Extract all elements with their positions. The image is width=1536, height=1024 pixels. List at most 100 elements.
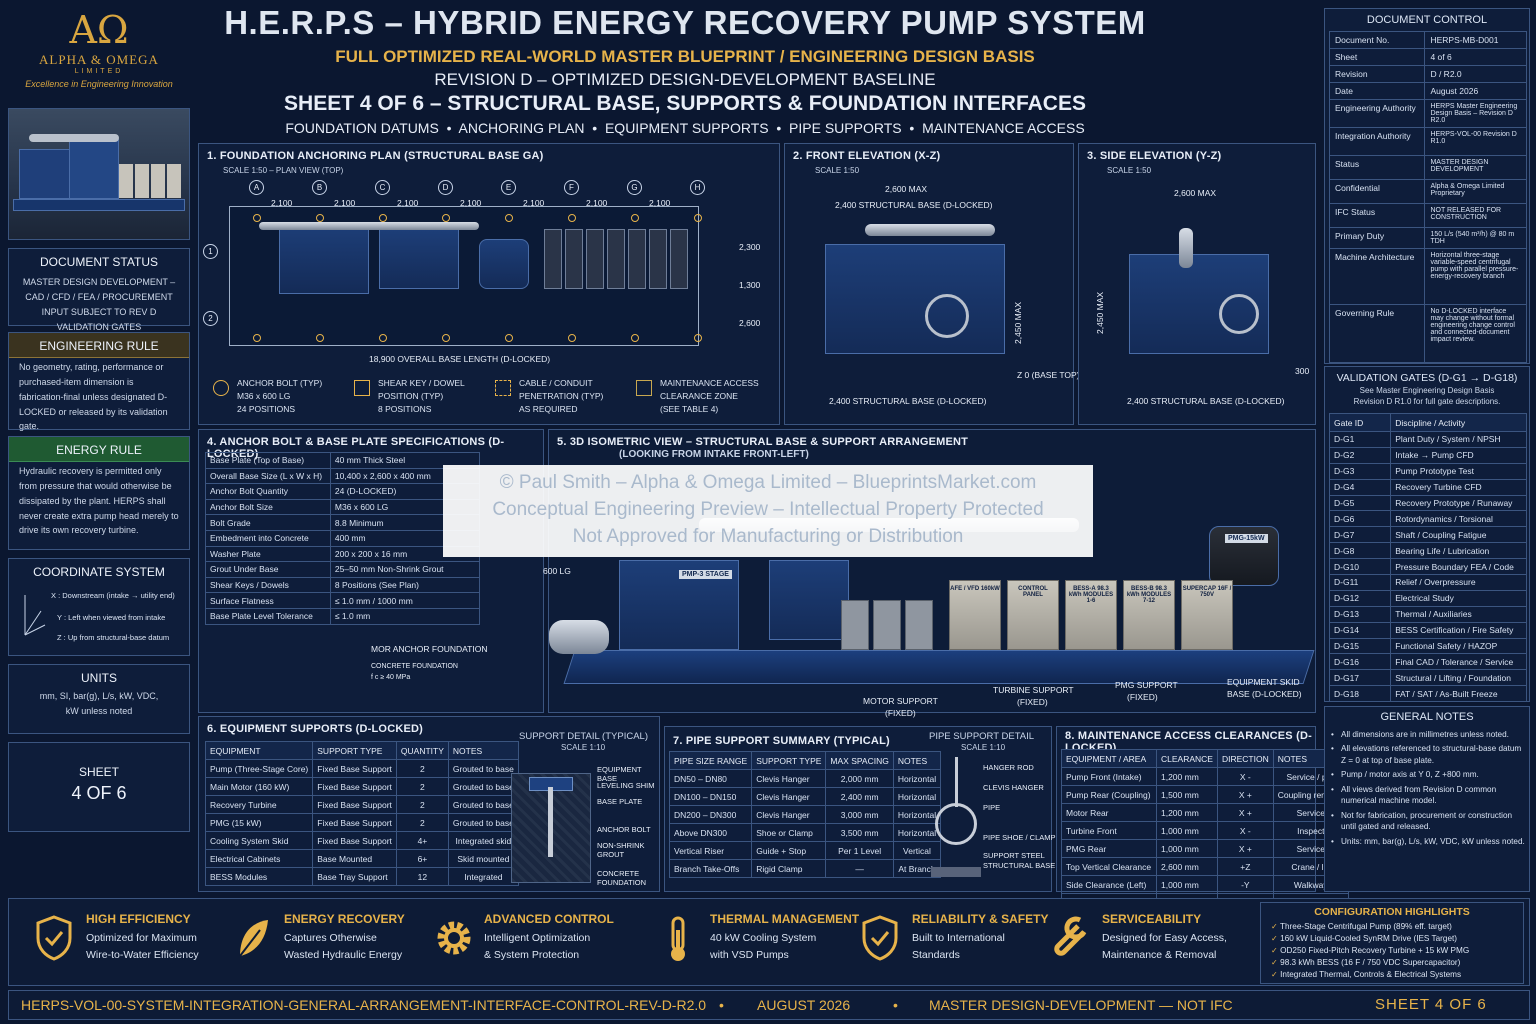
- table-cell: Grouted to base: [447, 759, 519, 778]
- table-cell: Recovery Turbine: [204, 795, 314, 814]
- plan-motor: [379, 229, 459, 289]
- plan-grid-H: H: [690, 180, 705, 195]
- pipe-support-steel: [931, 867, 981, 877]
- plan-anchor-bolt: [379, 334, 387, 342]
- note-bullet: •: [1331, 810, 1334, 820]
- table-cell: Base Plate (Top of Base): [205, 452, 331, 469]
- feature-desc-line: with VSD Pumps: [710, 948, 789, 961]
- front-max: 2,600 MAX: [885, 184, 928, 194]
- equip|equip-header: NOTES: [447, 741, 519, 760]
- iso-cabinet: BESS-A 98.3 kWh MODULES 1-6: [1065, 580, 1117, 650]
- table-cell: Above DN300: [668, 823, 753, 842]
- table-cell: D / R2.0: [1424, 65, 1527, 83]
- table-cell: D-G17: [1328, 669, 1392, 687]
- table-cell: X +: [1216, 803, 1274, 822]
- iso-pmg-fixed: (FIXED): [1127, 692, 1158, 702]
- energy-rule-text: Hydraulic recovery is permitted only fro…: [19, 466, 179, 536]
- config-check-icon: ✓: [1271, 969, 1281, 979]
- table-cell: Recovery Turbine CFD: [1390, 478, 1527, 496]
- table-cell: HERPS Master Engineering Design Basis – …: [1424, 99, 1527, 128]
- note-text: Units: mm, bar(g), L/s, kW, VDC, kW unle…: [1341, 836, 1525, 846]
- sheet-value: 4 OF 6: [71, 783, 127, 803]
- table-cell: Shaft / Coupling Fatigue: [1390, 526, 1527, 544]
- plan-header-pipe: [259, 222, 479, 230]
- support-detail-label: NON-SHRINK GROUT: [597, 841, 645, 859]
- plan-anchor-bolt: [694, 334, 702, 342]
- iso-skid-base-label: BASE (D-LOCKED): [1227, 689, 1302, 699]
- table-cell: Fixed Base Support: [312, 759, 397, 778]
- gear-icon: [432, 914, 476, 964]
- table-cell: Grouted to base: [447, 795, 519, 814]
- iso-concrete: CONCRETE FOUNDATION: [371, 663, 458, 670]
- plan-grid-E: E: [501, 180, 516, 195]
- machine-photo: [8, 108, 190, 240]
- pipe-hanger-rod: [955, 757, 958, 807]
- plan-grid-D: D: [438, 180, 453, 195]
- table-cell: Clevis Hanger: [751, 769, 827, 788]
- table-cell: BESS Modules: [204, 867, 314, 886]
- equip-title: 6. EQUIPMENT SUPPORTS (D-LOCKED): [207, 723, 424, 735]
- front-pump-body: [825, 244, 1005, 354]
- config-item: ✓ OD250 Fixed-Pitch Recovery Turbine + 1…: [1271, 945, 1469, 957]
- plan-spacing: 2,100: [649, 198, 671, 208]
- feature-desc-line: Wire-to-Water Efficiency: [86, 948, 199, 961]
- feature-desc-line: Wasted Hydraulic Energy: [284, 948, 403, 961]
- table-cell: 6+: [395, 849, 449, 868]
- maint|maint-header: DIRECTION: [1216, 749, 1274, 768]
- plan-spacing: 2,100: [397, 198, 419, 208]
- table-cell: D-G4: [1328, 478, 1392, 496]
- iso-suction-pipe: [549, 620, 609, 654]
- table-cell: Guide + Stop: [751, 841, 827, 860]
- footer-doc: HERPS-VOL-00-SYSTEM-INTEGRATION-GENERAL-…: [21, 997, 707, 1013]
- config-text: OD250 Fixed-Pitch Recovery Turbine + 15 …: [1280, 945, 1470, 955]
- logo-tagline: Excellence in Engineering Innovation: [25, 79, 173, 89]
- table-cell: PMG (15 kW): [204, 813, 314, 832]
- document-status-text: MASTER DESIGN DEVELOPMENT – CAD / CFD / …: [22, 277, 176, 332]
- table-cell: -Y: [1216, 875, 1274, 894]
- table-cell: Rigid Clamp: [751, 859, 827, 878]
- table-cell: DN100 – DN150: [668, 787, 753, 806]
- coordinate-system-heading: COORDINATE SYSTEM: [33, 565, 165, 579]
- pipe|pipe-header: PIPE SIZE RANGE: [668, 751, 753, 770]
- table-cell: Fixed Base Support: [312, 813, 397, 832]
- sheet-title: SHEET 4 OF 6 – STRUCTURAL BASE, SUPPORTS…: [284, 92, 1086, 115]
- sheet-box: SHEET 4 OF 6: [8, 742, 190, 832]
- table-cell: Engineering Authority: [1328, 99, 1426, 128]
- iso-motor-support: MOTOR SUPPORT: [863, 696, 938, 708]
- table-cell: 8 Positions (See Plan): [329, 576, 481, 594]
- gates|gates-header: Gate ID: [1328, 413, 1392, 432]
- shield-check-icon: [34, 914, 78, 964]
- plan-spacing: 2,100: [271, 198, 293, 208]
- support-detail-title: SUPPORT DETAIL (TYPICAL): [519, 731, 648, 742]
- config-item: ✓ 98.3 kWh BESS (16 F / 750 VDC Supercap…: [1271, 957, 1469, 969]
- iso-turbine-support: TURBINE SUPPORT: [993, 685, 1074, 695]
- legend-symbol-icon: [213, 380, 229, 396]
- table-cell: Cooling System Skid: [204, 831, 314, 850]
- feature-title: HIGH EFFICIENCY: [86, 912, 191, 926]
- table-cell: Horizontal: [892, 787, 942, 806]
- config-item: ✓ Three-Stage Centrifugal Pump (89% eff.…: [1271, 921, 1469, 933]
- note-bullet: •: [1331, 770, 1334, 780]
- pipe-detail-label: SUPPORT STEEL: [983, 851, 1045, 860]
- front-height: 2,450 MAX: [1013, 301, 1023, 344]
- iso-cooling-unit: [841, 600, 869, 650]
- side-base-bottom: 2,400 STRUCTURAL BASE (D-LOCKED): [1127, 396, 1285, 406]
- table-cell: D-G12: [1328, 589, 1392, 607]
- table-cell: Sheet: [1328, 48, 1426, 66]
- plan-cabinet: [649, 229, 667, 289]
- table-cell: D-G2: [1328, 446, 1392, 464]
